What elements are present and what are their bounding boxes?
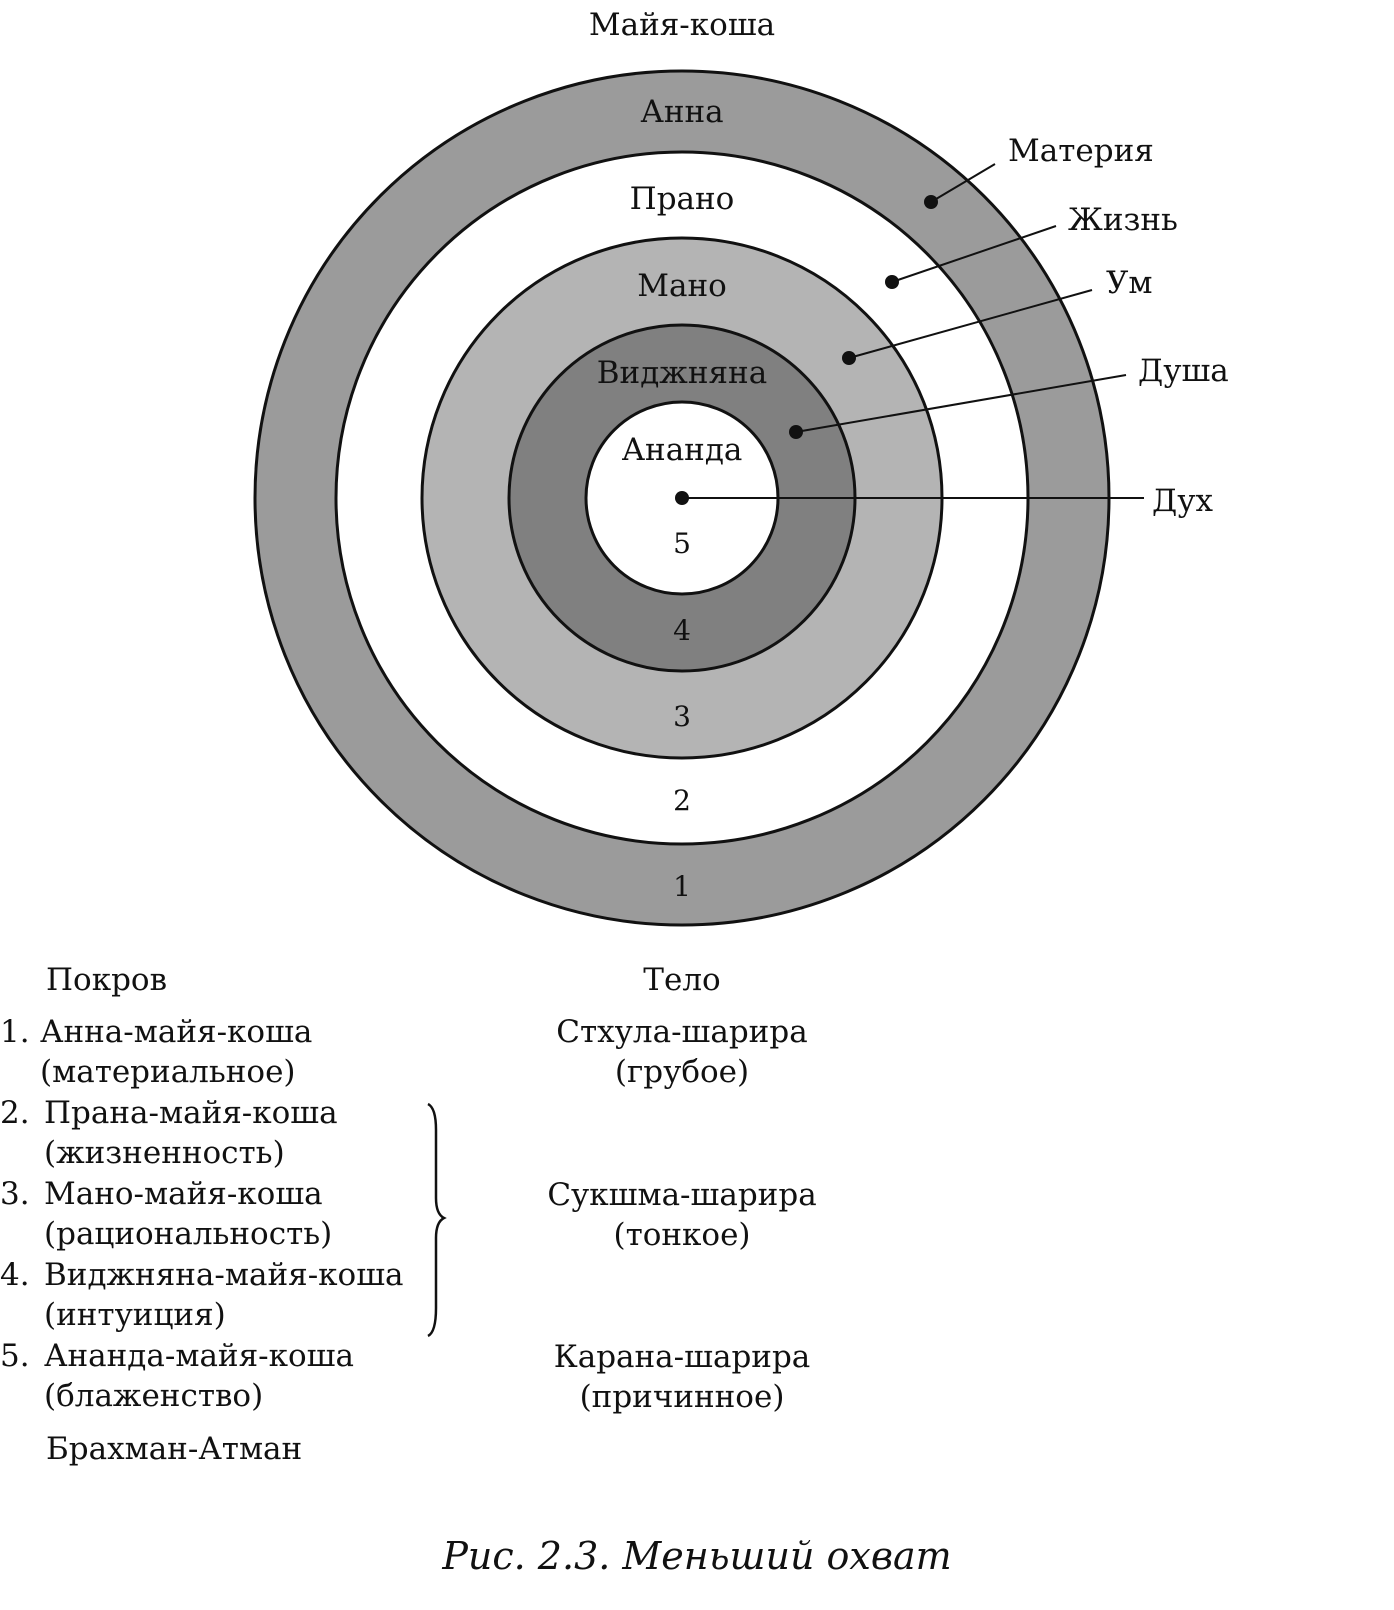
- sheath-number-2: 2.: [0, 1095, 30, 1131]
- sheath-name-1: Анна-майя-коша: [40, 1014, 313, 1050]
- body-name-sthula: Стхула-шарира: [556, 1014, 808, 1050]
- pointer-line-dusha: [795, 374, 1127, 433]
- layer-name-prano: Прано: [630, 181, 735, 217]
- body-name-sukshma: Сукшма-шарира: [547, 1177, 817, 1213]
- sheath-meaning-2: (жизненность): [44, 1135, 285, 1171]
- sheath-number-5: 5.: [0, 1338, 30, 1374]
- sheath-meaning-5: (блаженство): [44, 1378, 264, 1414]
- sheath-name-4: Виджняна-майя-коша: [44, 1257, 404, 1293]
- layer-number-2: 2: [673, 784, 691, 817]
- figure-caption: Рис. 2.3. Меньший охват: [442, 1534, 952, 1578]
- sheath-meaning-1: (материальное): [40, 1054, 296, 1090]
- body-name-karana: Карана-шарира: [553, 1339, 811, 1375]
- layer-name-ananda: Ананда: [622, 432, 743, 468]
- layer-number-5: 5: [673, 527, 691, 560]
- sheath-number-3: 3.: [0, 1176, 30, 1212]
- sheath-name-2: Прана-майя-коша: [44, 1095, 338, 1131]
- sheath-meaning-4: (интуиция): [44, 1297, 226, 1333]
- pointer-label-materiya: Материя: [1008, 133, 1154, 169]
- layer-name-vijnyana: Виджняна: [597, 355, 767, 391]
- layer-number-3: 3: [673, 700, 691, 733]
- curly-brace: [427, 1102, 447, 1338]
- sheath-name-5: Ананда-майя-коша: [44, 1338, 354, 1374]
- pointer-dot-dusha: [789, 425, 803, 439]
- layer-number-4: 4: [673, 614, 691, 647]
- pointer-line-um: [848, 289, 1093, 359]
- sheath-number-4: 4.: [0, 1257, 30, 1293]
- pointer-label-um: Ум: [1106, 265, 1153, 301]
- kosha-diagram: Майя-коша Анна Прано Мано Виджняна Ананд…: [253, 7, 1229, 927]
- pointer-label-dusha: Душа: [1138, 353, 1229, 389]
- body-meaning-karana: (причинное): [579, 1379, 785, 1415]
- layer-name-anna: Анна: [640, 94, 723, 130]
- header-sheath: Покров: [46, 962, 168, 998]
- body-meaning-sthula: (грубое): [614, 1054, 750, 1090]
- pointer-dot-um: [842, 351, 856, 365]
- layer-number-1: 1: [673, 870, 691, 903]
- pointer-dot-zhizn: [885, 275, 899, 289]
- pointer-dot-materiya: [924, 195, 938, 209]
- pointer-line-zhizn: [891, 225, 1057, 283]
- top-label: Майя-коша: [589, 7, 775, 43]
- sheath-number-1: 1.: [0, 1014, 30, 1050]
- footer-brahman-atman: Брахман-Атман: [46, 1431, 303, 1467]
- pointer-line-materiya: [930, 163, 996, 203]
- pointer-label-dukh: Дух: [1152, 483, 1213, 519]
- pointer-dot-dukh: [675, 491, 689, 505]
- layer-name-mano: Мано: [637, 268, 727, 304]
- pointer-label-zhizn: Жизнь: [1068, 202, 1178, 238]
- body-meaning-sukshma: (тонкое): [613, 1217, 751, 1253]
- sheath-name-3: Мано-майя-коша: [44, 1176, 323, 1212]
- header-body: Тело: [643, 962, 721, 998]
- sheath-meaning-3: (рациональность): [44, 1216, 333, 1252]
